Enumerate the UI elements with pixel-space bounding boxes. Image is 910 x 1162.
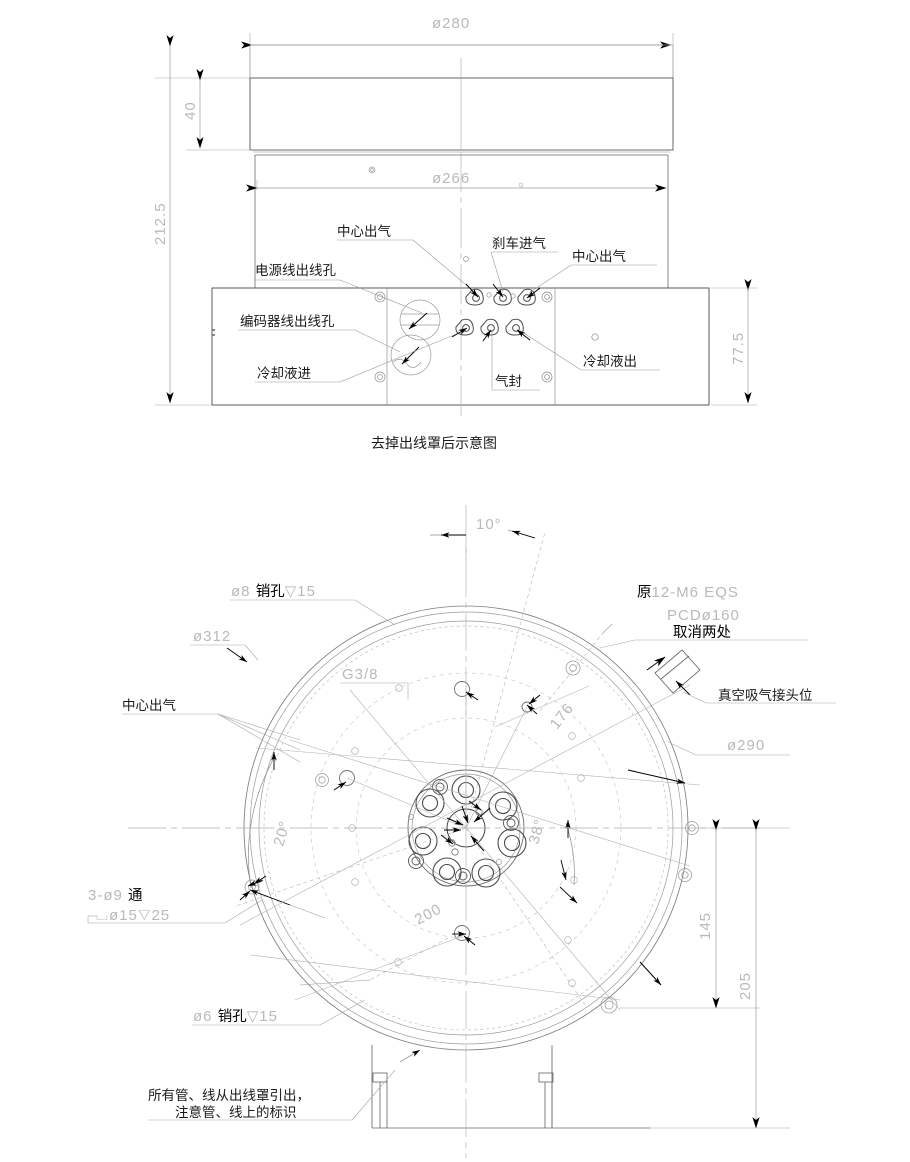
dimension-angle-10 bbox=[430, 529, 546, 829]
dim-label-angle-38: 38° bbox=[526, 817, 549, 846]
front-leader-arrows bbox=[451, 283, 541, 342]
dim-label-thread-g38: G3/8 bbox=[342, 666, 379, 683]
port-small-holes-upper bbox=[486, 292, 516, 299]
leader-dia312 bbox=[190, 644, 259, 661]
note-pin8-suffix: ▽15 bbox=[285, 583, 316, 600]
dimension-40 bbox=[186, 69, 250, 151]
label-power-cable-hole: 电源线出线孔 bbox=[255, 263, 336, 279]
leader-center-air-out bbox=[122, 713, 301, 763]
dimension-145 bbox=[620, 819, 790, 1009]
dimension-dia266 bbox=[246, 180, 667, 192]
label-center-air-out-left: 中心出气 bbox=[337, 224, 391, 240]
dimension-angle-38 bbox=[465, 820, 586, 1006]
note-vacuum-port: 真空吸气接头位 bbox=[718, 687, 813, 704]
leader-routing-note bbox=[148, 1069, 396, 1121]
note-routing-line1: 所有管、线从出线罩引出， bbox=[148, 1088, 310, 1104]
detail-bubble-arrows bbox=[401, 312, 428, 365]
label-encoder-cable-hole: 编码器线出线孔 bbox=[240, 314, 335, 330]
note-plan-center-air-out: 中心出气 bbox=[122, 698, 176, 714]
dimension-pcd200 bbox=[294, 931, 471, 1001]
label-brake-air-in: 刹车进气 bbox=[492, 235, 546, 252]
dim-label-angle-10: 10° bbox=[476, 516, 502, 533]
plan-view bbox=[87, 505, 836, 1158]
leader-g38 bbox=[340, 682, 409, 700]
note-cancelled-holes: 原12-M6 EQS PCDø160 取消两处 bbox=[637, 584, 740, 641]
port-cluster-upper bbox=[465, 288, 536, 306]
dimension-77-5 bbox=[711, 279, 757, 406]
note-thru9-prefix: 3-ø9 bbox=[88, 887, 128, 904]
label-air-seal: 气封 bbox=[495, 374, 522, 390]
leader-pin6 bbox=[192, 999, 366, 1026]
dim-label-pcd200: 200 bbox=[412, 900, 445, 928]
leader-cancelled bbox=[599, 639, 808, 649]
dimension-pcd176 bbox=[494, 623, 613, 728]
plan-centerlines bbox=[128, 505, 762, 1158]
dim-label-pcd176: 176 bbox=[547, 700, 578, 733]
note-thru9-bold: 通 bbox=[128, 887, 143, 904]
note-pin6-bold: 销孔 bbox=[218, 1008, 247, 1025]
note-pin-hole-6: ø6 销孔▽15 bbox=[193, 1008, 278, 1025]
plan-reference-holes bbox=[348, 684, 585, 987]
dim-ext-lines-280 bbox=[249, 33, 674, 148]
leader-pin8 bbox=[230, 599, 396, 626]
svg-text:3-ø9 通: 3-ø9 通 bbox=[88, 887, 143, 904]
leader-dia290 bbox=[667, 741, 790, 756]
plan-port-arrows bbox=[226, 647, 691, 1063]
dim-label-145: 145 bbox=[697, 912, 714, 940]
dim-label-40: 40 bbox=[182, 101, 199, 120]
note-thru9-line2: ⌴ø15▽25 bbox=[96, 907, 170, 924]
label-coolant-in: 冷却液进 bbox=[257, 366, 311, 382]
dim-label-dia280: ø280 bbox=[432, 15, 470, 32]
note-through-hole-9: 3-ø9 通 ⌴ø15▽25 bbox=[88, 887, 170, 924]
svg-text:ø6 销孔▽15: ø6 销孔▽15 bbox=[193, 1008, 278, 1025]
dim-label-dia290: ø290 bbox=[727, 737, 765, 754]
note-cancelled-bold: 原 bbox=[637, 585, 652, 601]
dim-label-dia266: ø266 bbox=[432, 170, 470, 187]
detail-bubbles bbox=[390, 299, 441, 376]
front-view bbox=[155, 33, 757, 420]
svg-text:ø8 销孔▽15: ø8 销孔▽15 bbox=[231, 583, 316, 600]
note-pin6-prefix: ø6 bbox=[193, 1008, 218, 1025]
dim-label-angle-20: 20° bbox=[271, 819, 294, 848]
front-leaders-upper bbox=[238, 239, 660, 391]
housing-fastener-marks bbox=[374, 256, 599, 383]
plan-long-leaders bbox=[239, 684, 701, 1011]
note-pin8-bold: 销孔 bbox=[256, 583, 285, 600]
top-cap-body bbox=[249, 44, 674, 151]
view-caption: 去掉出线罩后示意图 bbox=[371, 435, 497, 452]
dim-label-77-5: 77.5 bbox=[730, 332, 747, 365]
label-center-air-out-right: 中心出气 bbox=[572, 249, 626, 265]
lower-housing-body bbox=[211, 287, 710, 406]
vacuum-port-block bbox=[654, 649, 701, 694]
leader-through9 bbox=[87, 899, 263, 924]
note-routing-line2: 注意管、线上的标识 bbox=[175, 1104, 297, 1121]
text-layer: ø280 ø266 40 212.5 77.5 中心出气 刹车进气 中心出气 电… bbox=[88, 15, 813, 1121]
hub-center-arrows bbox=[440, 800, 491, 852]
svg-text:原12-M6 EQS: 原12-M6 EQS bbox=[637, 584, 739, 601]
dim-label-212-5: 212.5 bbox=[152, 202, 169, 245]
note-cancelled-rest: 12-M6 EQS bbox=[652, 584, 739, 601]
dimension-212-5 bbox=[155, 35, 250, 406]
note-pin-hole-8: ø8 销孔▽15 bbox=[231, 583, 316, 600]
note-pin6-suffix: ▽15 bbox=[247, 1008, 278, 1025]
note-tube-routing: 所有管、线从出线罩引出， 注意管、线上的标识 bbox=[148, 1088, 310, 1121]
dim-label-dia312: ø312 bbox=[193, 628, 231, 645]
note-pin8-prefix: ø8 bbox=[231, 583, 256, 600]
dimension-205 bbox=[650, 819, 790, 1129]
base-legs bbox=[371, 1045, 650, 1129]
note-cancelled-line3: 取消两处 bbox=[673, 624, 731, 641]
leader-vacuum bbox=[682, 691, 836, 704]
label-coolant-out: 冷却液出 bbox=[583, 354, 637, 370]
note-cancelled-line2: PCDø160 bbox=[667, 607, 740, 624]
dim-label-205: 205 bbox=[737, 972, 754, 1000]
mid-barrel-body bbox=[253, 151, 670, 288]
